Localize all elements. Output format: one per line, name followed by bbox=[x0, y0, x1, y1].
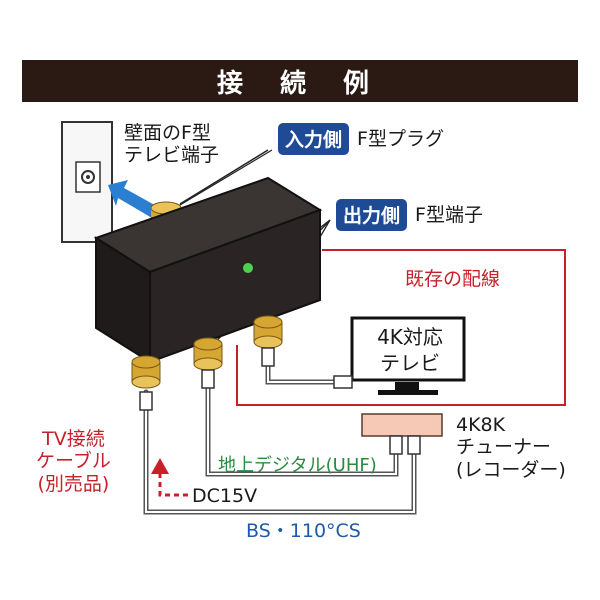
input-side-tag: 入力側 bbox=[278, 123, 350, 155]
tv-cable-label: TV接続 ケーブル (別売品) bbox=[36, 428, 111, 495]
output-side-label: 出力側 F型端子 bbox=[336, 199, 483, 231]
output-connector-3 bbox=[253, 315, 283, 349]
input-side-text: F型プラグ bbox=[357, 127, 444, 150]
title-banner: 接 続 例 bbox=[22, 60, 578, 102]
wall-terminal-label: 壁面のF型 テレビ端子 bbox=[124, 122, 220, 167]
cable-plugs bbox=[139, 347, 421, 455]
output-side-text: F型端子 bbox=[415, 203, 483, 226]
wall-plate bbox=[61, 121, 113, 243]
tuner-label: 4K8K チューナー (レコーダー) bbox=[456, 414, 566, 481]
splitter-body bbox=[93, 176, 323, 364]
bs-cs-label: BS・110°CS bbox=[246, 520, 361, 542]
power-led bbox=[243, 263, 253, 273]
existing-wiring-frame bbox=[236, 249, 566, 406]
tv-label: 4K対応 テレビ bbox=[377, 325, 443, 375]
input-callout-line bbox=[174, 149, 273, 209]
title-text: 接 続 例 bbox=[216, 68, 384, 99]
insert-arrow-icon bbox=[108, 180, 160, 218]
output-connector-1 bbox=[131, 355, 161, 389]
terrestrial-label: 地上デジタル(UHF) bbox=[218, 455, 377, 476]
dc-power-arrow-icon bbox=[151, 458, 188, 497]
existing-wiring-label: 既存の配線 bbox=[405, 268, 501, 290]
tv-icon bbox=[350, 316, 466, 395]
wall-callout-line bbox=[179, 149, 269, 205]
input-side-label: 入力側 F型プラグ bbox=[278, 123, 444, 155]
tuner-icon bbox=[361, 413, 443, 437]
output-side-tag: 出力側 bbox=[336, 199, 408, 231]
output-connector-2 bbox=[193, 337, 223, 371]
dc15v-label: DC15V bbox=[192, 485, 258, 507]
